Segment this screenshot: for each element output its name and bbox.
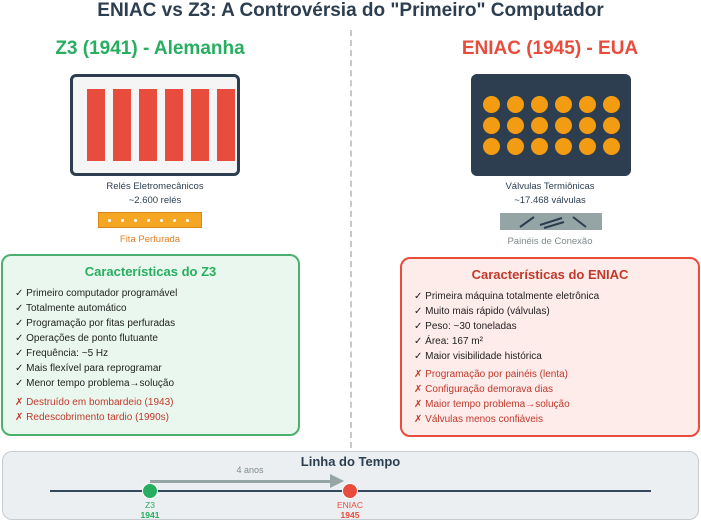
relay-bar	[87, 89, 105, 161]
relay-bar	[217, 89, 235, 161]
eniac-pros-list: ✓ Primeira máquina totalmente eletrônica…	[414, 289, 599, 364]
timeline-event-name: ENIAC	[337, 500, 363, 510]
vacuum-tube	[579, 117, 596, 134]
vacuum-tube	[507, 117, 524, 134]
vacuum-tube	[603, 117, 620, 134]
relay-bar	[139, 89, 157, 161]
tube-caption-line1: Válvulas Termiônicas	[505, 181, 595, 192]
z3-card-title: Características do Z3	[84, 264, 217, 279]
vacuum-tube	[507, 96, 524, 113]
timeline-event-year: 1945	[340, 510, 360, 520]
timeline-event-z3: Z3 1941	[130, 500, 170, 520]
vacuum-tube	[483, 138, 500, 155]
timeline-title: Linha do Tempo	[300, 454, 401, 469]
relay-caption-line1: Relés Eletromecânicos	[106, 181, 204, 192]
list-item: ✓ Maior visibilidade histórica	[414, 351, 542, 362]
eniac-characteristics-card: Características do ENIAC ✓ Primeira máqu…	[400, 257, 700, 437]
timeline-marker-eniac	[342, 483, 358, 499]
punched-tape-illustration	[98, 212, 202, 228]
relay-bar	[191, 89, 209, 161]
list-item: ✓ Totalmente automático	[15, 303, 127, 314]
tube-caption: Válvulas Termiônicas ~17.468 válvulas	[450, 180, 650, 208]
vacuum-tube	[603, 138, 620, 155]
z3-pros-list: ✓ Primeiro computador programável ✓ Tota…	[15, 286, 177, 391]
timeline-interval-label: 4 anos	[236, 465, 264, 475]
vacuum-tube	[531, 138, 548, 155]
eniac-cons-list: ✗ Programação por painéis (lenta) ✗ Conf…	[414, 367, 570, 427]
vacuum-tube	[579, 96, 596, 113]
list-item: ✗ Configuração demorava dias	[414, 384, 554, 395]
list-item: ✓ Muito mais rápido (válvulas)	[414, 306, 550, 317]
vacuum-tube	[603, 96, 620, 113]
timeline-arrow	[150, 480, 330, 483]
tube-caption-line2: ~17.468 válvulas	[514, 195, 586, 206]
page-title: ENIAC vs Z3: A Controvérsia do "Primeiro…	[97, 0, 604, 21]
list-item: ✓ Mais flexível para reprogramar	[15, 363, 162, 374]
list-item: ✗ Programação por painéis (lenta)	[414, 369, 569, 380]
tape-label: Fita Perfurada	[119, 234, 181, 245]
z3-characteristics-card: Características do Z3 ✓ Primeiro computa…	[1, 254, 300, 436]
timeline-event-year: 1941	[140, 510, 160, 520]
list-item: ✓ Primeira máquina totalmente eletrônica	[414, 291, 600, 302]
relay-bar	[113, 89, 131, 161]
relay-bar	[165, 89, 183, 161]
vacuum-tube	[579, 138, 596, 155]
center-divider	[350, 30, 352, 448]
connection-panel-illustration	[500, 213, 602, 230]
list-item: ✓ Operações de ponto flutuante	[15, 333, 158, 344]
timeline-arrow-head	[330, 474, 344, 488]
list-item: ✗ Redescobrimento tardio (1990s)	[15, 412, 170, 423]
vacuum-tube	[531, 117, 548, 134]
timeline-marker-z3	[142, 483, 158, 499]
vacuum-tube	[483, 117, 500, 134]
vacuum-tube	[555, 117, 572, 134]
list-item: ✓ Peso: ~30 toneladas	[414, 321, 517, 332]
relay-caption: Relés Eletromecânicos ~2.600 relés	[55, 180, 255, 208]
z3-heading: Z3 (1941) - Alemanha	[55, 38, 245, 59]
z3-cons-list: ✗ Destruído em bombardeio (1943) ✗ Redes…	[15, 395, 173, 425]
relay-illustration	[70, 74, 240, 176]
vacuum-tube	[555, 138, 572, 155]
vacuum-tube	[555, 96, 572, 113]
eniac-card-title: Características do ENIAC	[471, 267, 629, 282]
panel-label: Painéis de Conexão	[507, 236, 593, 247]
timeline-event-eniac: ENIAC 1945	[330, 500, 370, 520]
list-item: ✗ Maior tempo problema→solução	[414, 399, 570, 410]
list-item: ✓ Frequência: ~5 Hz	[15, 348, 109, 359]
vacuum-tube	[507, 138, 524, 155]
relay-caption-line2: ~2.600 relés	[128, 195, 182, 206]
eniac-heading: ENIAC (1945) - EUA	[461, 38, 639, 59]
list-item: ✓ Programação por fitas perfuradas	[15, 318, 176, 329]
timeline-event-name: Z3	[145, 500, 155, 510]
list-item: ✓ Primeiro computador programável	[15, 288, 178, 299]
vacuum-tube	[531, 96, 548, 113]
list-item: ✗ Destruído em bombardeio (1943)	[15, 397, 174, 408]
list-item: ✗ Válvulas menos confiáveis	[414, 414, 543, 425]
list-item: ✓ Menor tempo problema→solução	[15, 378, 175, 389]
vacuum-tube	[483, 96, 500, 113]
list-item: ✓ Área: 167 m²	[414, 336, 483, 347]
vacuum-tube-illustration	[471, 74, 631, 176]
